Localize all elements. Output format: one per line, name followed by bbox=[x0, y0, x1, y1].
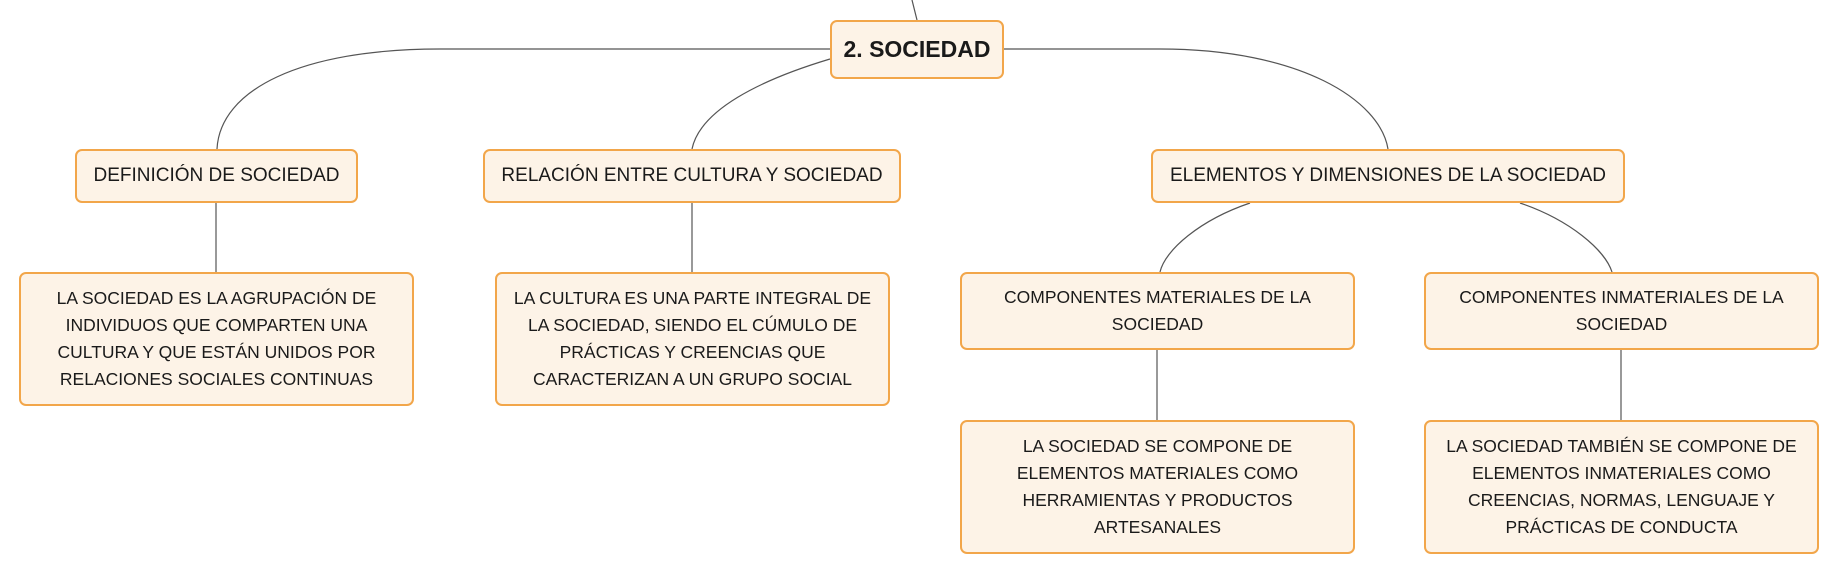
node-detail-text: LA SOCIEDAD SE COMPONE DE ELEMENTOS MATE… bbox=[1016, 436, 1299, 537]
root-node-sociedad[interactable]: 2. SOCIEDAD bbox=[830, 20, 1004, 79]
node-componentes-inmateriales[interactable]: COMPONENTES INMATERIALES DE LA SOCIEDAD bbox=[1424, 272, 1819, 350]
connector-root-to-definicion bbox=[216, 48, 830, 150]
root-node-label: 2. SOCIEDAD bbox=[843, 36, 991, 62]
node-relacion-cultura-sociedad[interactable]: RELACIÓN ENTRE CULTURA Y SOCIEDAD bbox=[483, 149, 901, 203]
node-label: RELACIÓN ENTRE CULTURA Y SOCIEDAD bbox=[501, 165, 883, 186]
connector-root-to-elementos bbox=[1004, 48, 1389, 150]
connector-elementos-to-inmateriales bbox=[1519, 202, 1613, 273]
connector-elementos-to-materiales bbox=[1159, 202, 1251, 273]
node-label: ELEMENTOS Y DIMENSIONES DE LA SOCIEDAD bbox=[1169, 165, 1607, 186]
node-detail-text: LA SOCIEDAD ES LA AGRUPACIÓN DE INDIVIDU… bbox=[56, 288, 377, 389]
node-elementos-y-dimensiones[interactable]: ELEMENTOS Y DIMENSIONES DE LA SOCIEDAD bbox=[1151, 149, 1625, 203]
node-definicion-detail[interactable]: LA SOCIEDAD ES LA AGRUPACIÓN DE INDIVIDU… bbox=[19, 272, 414, 406]
node-materiales-detail[interactable]: LA SOCIEDAD SE COMPONE DE ELEMENTOS MATE… bbox=[960, 420, 1355, 554]
node-label: DEFINICIÓN DE SOCIEDAD bbox=[93, 165, 340, 186]
connector-root-up bbox=[911, 0, 918, 21]
node-detail-text: LA SOCIEDAD TAMBIÉN SE COMPONE DE ELEMEN… bbox=[1446, 436, 1797, 537]
node-inmateriales-detail[interactable]: LA SOCIEDAD TAMBIÉN SE COMPONE DE ELEMEN… bbox=[1424, 420, 1819, 554]
node-label: COMPONENTES INMATERIALES DE LA SOCIEDAD bbox=[1459, 287, 1784, 334]
node-relacion-detail[interactable]: LA CULTURA ES UNA PARTE INTEGRAL DE LA S… bbox=[495, 272, 890, 406]
node-label: COMPONENTES MATERIALES DE LA SOCIEDAD bbox=[1004, 287, 1311, 334]
node-definicion-de-sociedad[interactable]: DEFINICIÓN DE SOCIEDAD bbox=[75, 149, 358, 203]
node-detail-text: LA CULTURA ES UNA PARTE INTEGRAL DE LA S… bbox=[513, 288, 872, 389]
connector-root-to-relacion bbox=[691, 58, 831, 150]
node-componentes-materiales[interactable]: COMPONENTES MATERIALES DE LA SOCIEDAD bbox=[960, 272, 1355, 350]
